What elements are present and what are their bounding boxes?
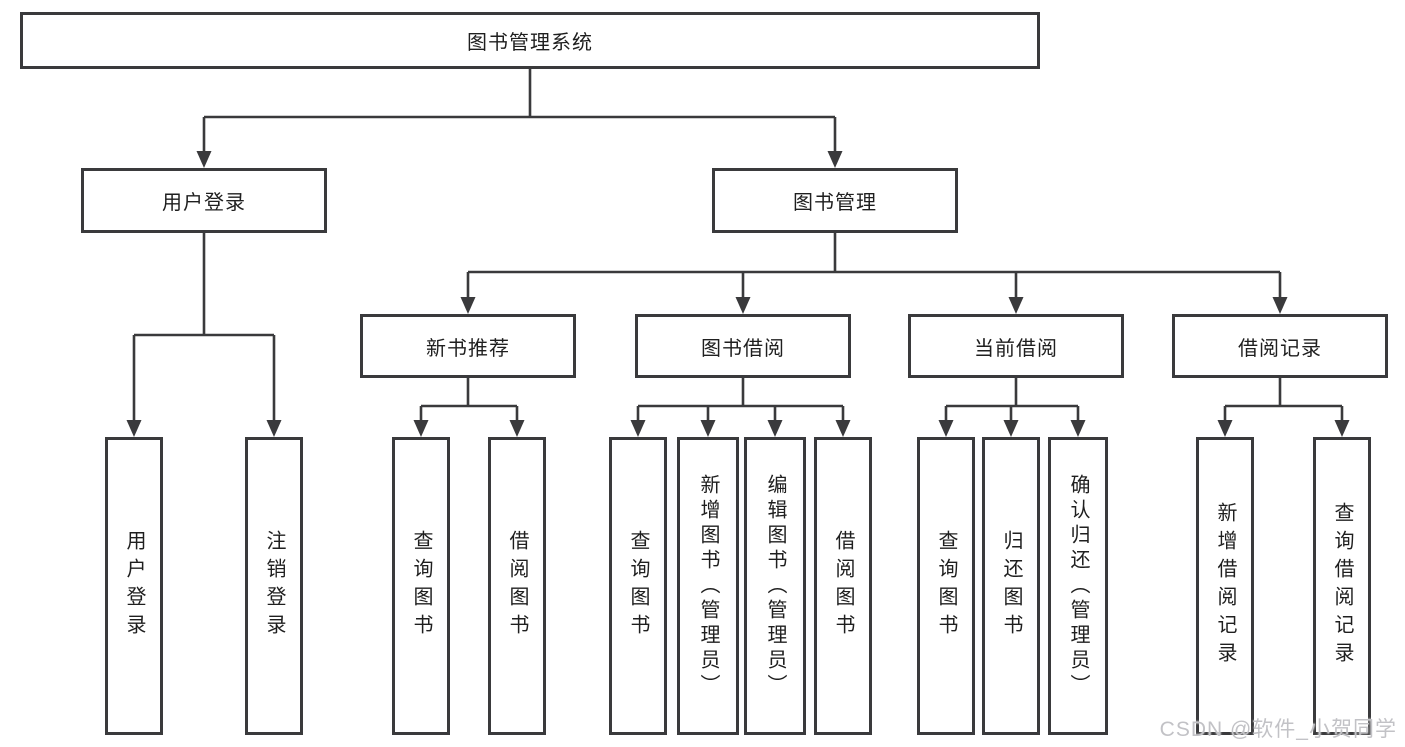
arrow-icon — [126, 420, 142, 437]
arrow-icon — [1003, 420, 1019, 437]
watermark: CSDN @软件_小贺同学 — [1159, 718, 1397, 741]
leaf-recommend-borrow-books: 借阅图书 — [488, 437, 546, 735]
node-library-management-system: 图书管理系统 — [20, 12, 1040, 69]
leaf-borrowing-query-books: 查询图书 — [609, 437, 667, 735]
arrow-icon — [1272, 297, 1288, 314]
leaf-recommend-query-books: 查询图书 — [392, 437, 450, 735]
arrow-icon — [827, 151, 843, 168]
node-book-borrowing: 图书借阅 — [635, 314, 851, 378]
arrow-icon — [1217, 420, 1233, 437]
leaf-edit-book-admin: 编辑图书（管理员） — [744, 437, 806, 735]
arrow-icon — [196, 151, 212, 168]
node-book-management: 图书管理 — [712, 168, 958, 233]
arrow-icon — [700, 420, 716, 437]
arrow-icon — [767, 420, 783, 437]
leaf-return-books: 归还图书 — [982, 437, 1040, 735]
arrow-icon — [509, 420, 525, 437]
arrow-icon — [1070, 420, 1086, 437]
arrow-icon — [735, 297, 751, 314]
arrow-icon — [835, 420, 851, 437]
leaf-borrowing-borrow-books: 借阅图书 — [814, 437, 872, 735]
leaf-logout: 注销登录 — [245, 437, 303, 735]
leaf-confirm-return-admin: 确认归还（管理员） — [1048, 437, 1108, 735]
arrowheads — [126, 151, 1350, 437]
arrow-icon — [1334, 420, 1350, 437]
arrow-icon — [413, 420, 429, 437]
arrow-icon — [1008, 297, 1024, 314]
arrow-icon — [938, 420, 954, 437]
leaf-add-borrow-record: 新增借阅记录 — [1196, 437, 1254, 735]
node-user-login: 用户登录 — [81, 168, 327, 233]
leaf-query-borrow-record: 查询借阅记录 — [1313, 437, 1371, 735]
connector-path — [132, 69, 1344, 421]
arrow-icon — [266, 420, 282, 437]
arrow-icon — [460, 297, 476, 314]
node-borrowing-records: 借阅记录 — [1172, 314, 1388, 378]
node-current-borrowing: 当前借阅 — [908, 314, 1124, 378]
leaf-user-login: 用户登录 — [105, 437, 163, 735]
arrow-icon — [630, 420, 646, 437]
node-new-book-recommend: 新书推荐 — [360, 314, 576, 378]
leaf-current-query-books: 查询图书 — [917, 437, 975, 735]
leaf-add-book-admin: 新增图书（管理员） — [677, 437, 739, 735]
